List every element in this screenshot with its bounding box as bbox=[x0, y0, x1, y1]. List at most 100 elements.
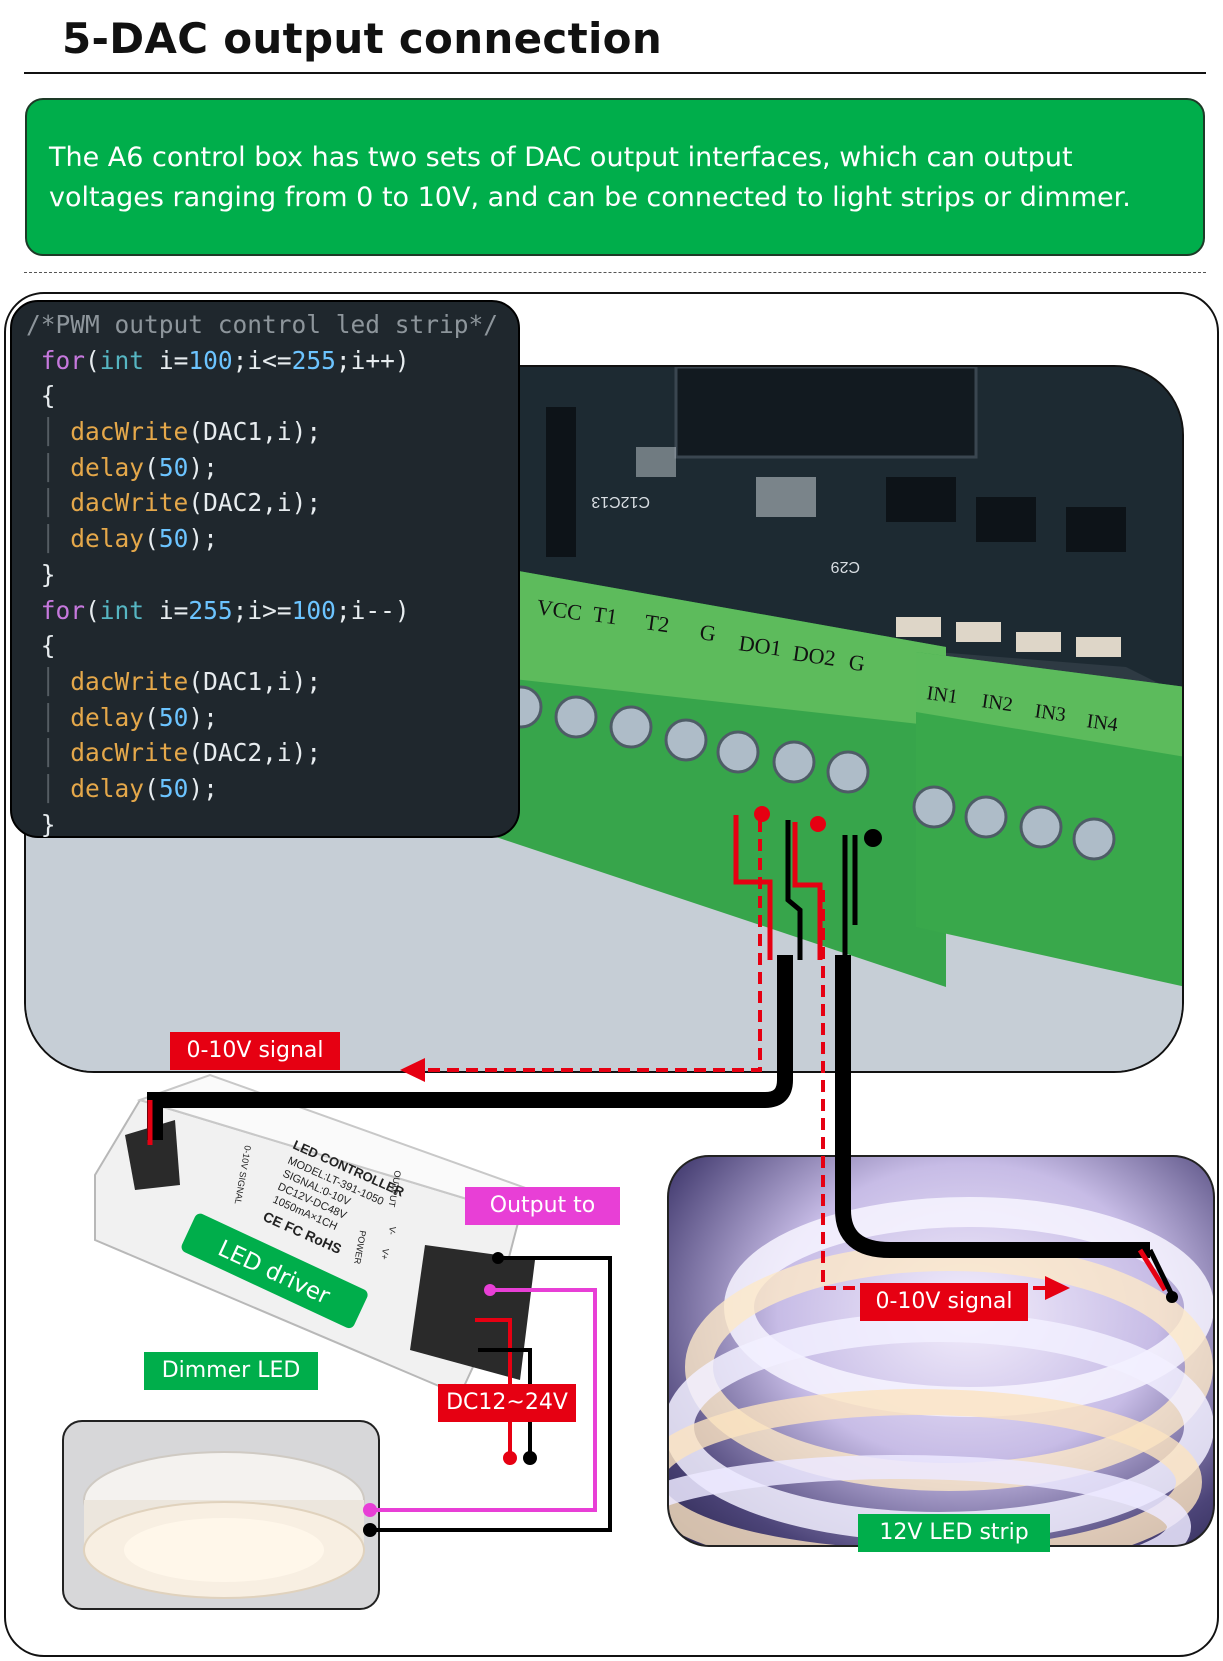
input-label: IN1 bbox=[925, 682, 959, 708]
intro-line-2: voltages ranging from 0 to 10V, and can … bbox=[49, 182, 1131, 213]
chip bbox=[1066, 507, 1126, 552]
code-line-dac1: │ dacWrite(DAC1,i); bbox=[40, 417, 322, 447]
code-token-number: 50 bbox=[158, 702, 189, 732]
code-line-brace: } bbox=[26, 557, 518, 593]
code-token-number: 255 bbox=[291, 345, 336, 375]
component bbox=[636, 447, 676, 477]
terminal-block-face bbox=[496, 567, 946, 727]
power-tag: DC12~24V bbox=[438, 1384, 576, 1422]
dimmer-led-tag: Dimmer LED bbox=[144, 1352, 318, 1390]
power-dot-red bbox=[503, 1451, 517, 1465]
cable-to-driver bbox=[147, 955, 793, 1140]
controller-board-photo: C12C13 C29 VCC T1 T2 G DO1 DO2 G IN1 IN2… bbox=[24, 365, 1184, 1073]
strip-coil bbox=[669, 1389, 1202, 1545]
resistor bbox=[956, 622, 1001, 642]
code-token-function: delay bbox=[70, 524, 145, 554]
code-line-for-up: for(int i=100;i<=255;i++) bbox=[40, 345, 410, 375]
code-token: (DAC1,i); bbox=[188, 417, 322, 447]
code-token: ); bbox=[188, 452, 218, 482]
terminal-screws bbox=[499, 685, 1116, 861]
resistor bbox=[1076, 637, 1121, 657]
driver-output-terminal bbox=[410, 1245, 535, 1380]
code-line-brace: } bbox=[26, 807, 518, 843]
chip bbox=[546, 407, 576, 557]
terminal-label: G bbox=[847, 649, 866, 676]
code-line-delay: │ delay(50); bbox=[40, 702, 218, 732]
terminal-label: DO2 bbox=[791, 640, 837, 671]
code-token: { bbox=[40, 631, 56, 661]
signal-path-strip bbox=[821, 890, 1050, 1290]
code-token: ;i++) bbox=[335, 345, 410, 375]
signal-path-driver bbox=[415, 820, 762, 1072]
page-title: 5-DAC output connection bbox=[62, 14, 663, 63]
code-token-number: 255 bbox=[188, 595, 233, 625]
code-token: ); bbox=[188, 773, 218, 803]
code-token: ;i<= bbox=[232, 345, 292, 375]
code-token: ( bbox=[144, 452, 159, 482]
code-token: ( bbox=[144, 773, 159, 803]
code-token-number: 50 bbox=[158, 524, 189, 554]
resistor bbox=[896, 617, 941, 637]
pcb-silkscreen: C29 bbox=[831, 558, 860, 575]
wire-do2 bbox=[785, 820, 803, 960]
code-line-delay: │ delay(50); bbox=[40, 452, 218, 482]
code-line-delay: │ delay(50); bbox=[40, 524, 218, 554]
strip-connection-dot bbox=[1166, 1291, 1178, 1303]
code-comment: /*PWM output control led strip*/ bbox=[26, 310, 499, 339]
wire-do1 bbox=[733, 815, 773, 960]
code-token: (DAC2,i); bbox=[188, 738, 322, 768]
intro-line-1: The A6 control box has two sets of DAC o… bbox=[49, 142, 1073, 173]
led-strip-tag: 12V LED strip bbox=[858, 1514, 1050, 1552]
code-token: ( bbox=[144, 702, 159, 732]
wire-strip-red bbox=[1137, 1248, 1168, 1292]
code-token: } bbox=[40, 809, 56, 839]
wire-do2-red bbox=[792, 822, 823, 960]
code-line-brace: { bbox=[26, 378, 518, 414]
code-token: { bbox=[40, 381, 56, 411]
terminal-block-right-face bbox=[916, 652, 1182, 757]
code-token: ;i>= bbox=[232, 595, 292, 625]
terminal-label: DO1 bbox=[737, 630, 783, 661]
code-token: i= bbox=[144, 595, 189, 625]
code-token: (DAC1,i); bbox=[188, 666, 322, 696]
code-line-dac1: │ dacWrite(DAC1,i); bbox=[40, 666, 322, 696]
code-token-function: delay bbox=[70, 702, 145, 732]
lamp-dot-pink bbox=[363, 1503, 377, 1517]
component bbox=[756, 477, 816, 517]
pcb-silkscreen: C12C13 bbox=[591, 493, 650, 510]
code-token-function: delay bbox=[70, 452, 145, 482]
led-driver-tag-bg bbox=[181, 1213, 368, 1329]
code-token: ( bbox=[144, 524, 159, 554]
code-token-type: int bbox=[99, 345, 145, 375]
input-label: IN2 bbox=[980, 690, 1014, 716]
code-token: ); bbox=[188, 702, 218, 732]
input-label: IN4 bbox=[1085, 710, 1119, 736]
terminal-label: T1 bbox=[591, 601, 619, 629]
signal-tag-strip: 0-10V signal bbox=[860, 1283, 1028, 1321]
code-token-function: dacWrite bbox=[70, 666, 189, 696]
diagram-frame bbox=[4, 292, 1219, 1657]
power-dot-black bbox=[523, 1451, 537, 1465]
code-token: } bbox=[40, 559, 56, 589]
board-drawing: C12C13 C29 VCC T1 T2 G DO1 DO2 G IN1 IN2… bbox=[26, 367, 1182, 1071]
chip bbox=[976, 497, 1036, 542]
dashed-divider bbox=[24, 272, 1206, 273]
code-line-delay: │ delay(50); bbox=[40, 773, 218, 803]
code-token-function: dacWrite bbox=[70, 738, 189, 768]
signal-arrow-driver bbox=[400, 1058, 425, 1082]
code-token-keyword: for bbox=[40, 595, 86, 625]
terminal-labels: VCC T1 T2 G DO1 DO2 G IN1 IN2 IN3 IN4 bbox=[535, 594, 1119, 736]
terminal-label: VCC bbox=[535, 594, 583, 625]
code-token: (DAC2,i); bbox=[188, 488, 322, 518]
intro-panel: The A6 control box has two sets of DAC o… bbox=[25, 98, 1205, 256]
input-label: IN3 bbox=[1033, 700, 1067, 726]
lamp-drawing bbox=[83, 1451, 365, 1599]
code-line-dac2: │ dacWrite(DAC2,i); bbox=[40, 488, 322, 518]
output-to-led-tag: Output to LED bbox=[465, 1187, 620, 1256]
driver-pin-minus: V- bbox=[387, 1226, 398, 1236]
terminal-label: T2 bbox=[643, 609, 671, 637]
dimmer-lamp-photo bbox=[62, 1420, 380, 1610]
strip-coil bbox=[669, 1455, 1191, 1545]
code-line-brace: { bbox=[26, 628, 518, 664]
resistor bbox=[1016, 632, 1061, 652]
